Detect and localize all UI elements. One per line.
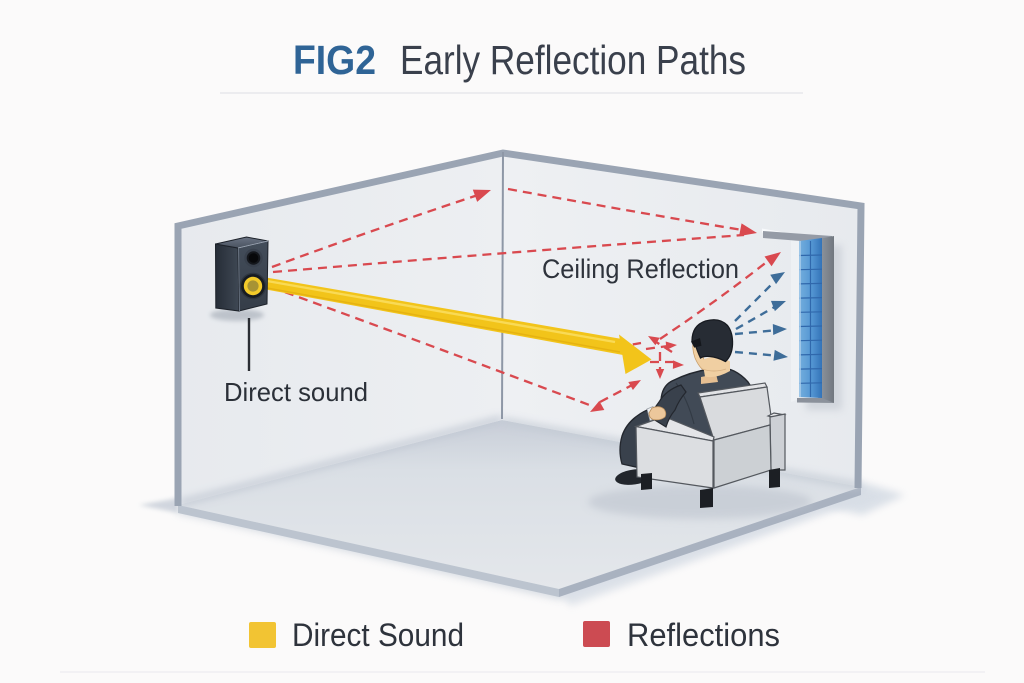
svg-text:Early Reflection Paths: Early Reflection Paths [400,37,746,83]
svg-text:FIG2: FIG2 [293,37,376,83]
svg-text:Direct sound: Direct sound [224,377,368,407]
svg-text:Direct Sound: Direct Sound [292,617,464,653]
svg-text:Ceiling Reflection: Ceiling Reflection [542,254,739,284]
svg-text:Reflections: Reflections [627,617,780,653]
